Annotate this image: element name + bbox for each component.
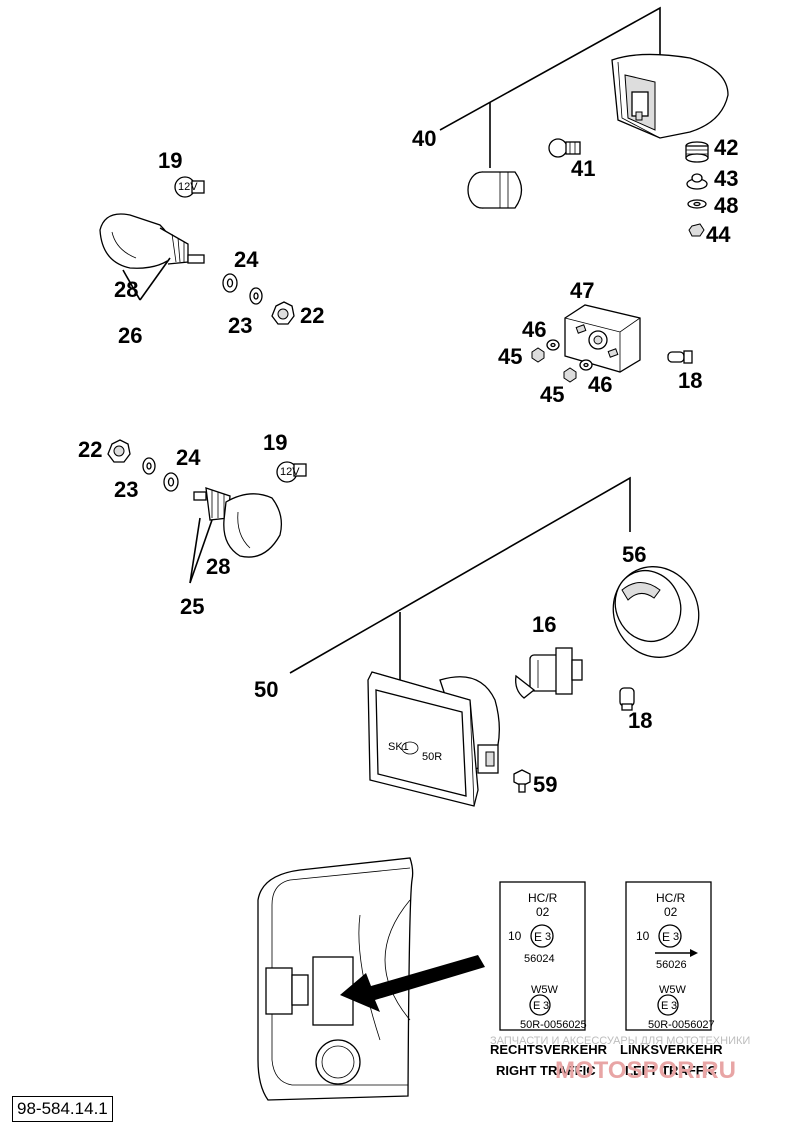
- headlight-unit: SK1 50R: [367, 671, 500, 807]
- callout-45-lower: 45: [540, 382, 564, 407]
- callout-42: 42: [714, 135, 738, 160]
- bulb-18-upper: [667, 350, 693, 364]
- svg-text:3: 3: [673, 931, 679, 943]
- svg-text:12V: 12V: [280, 466, 300, 478]
- leader-line-40: [439, 6, 661, 168]
- callout-46-upper: 46: [522, 317, 546, 342]
- washer-24-lower: [163, 472, 179, 492]
- callout-18-lower: 18: [628, 708, 652, 733]
- svg-text:LINKSVERKEHR: LINKSVERKEHR: [620, 1042, 723, 1057]
- nut-44: [688, 223, 705, 237]
- washer-46-lower: [579, 359, 593, 371]
- rubber-grommet-42: [685, 141, 709, 163]
- label-left-traffic: HC/R 02 10 E 3 56026 W5W E 3 50R-0056027…: [620, 881, 723, 1078]
- spacer-43: [686, 173, 708, 190]
- label-right-traffic: HC/R 02 10 E 3 56024 W5W E 3 50R-0056025…: [490, 881, 608, 1078]
- svg-text:E: E: [662, 930, 670, 944]
- turn-signal-front: [99, 213, 205, 269]
- svg-text:02: 02: [536, 905, 550, 919]
- svg-text:10: 10: [636, 929, 650, 943]
- callout-41: 41: [571, 156, 595, 181]
- turn-signal-rear: [193, 487, 283, 558]
- bulb-19-lower: 12V: [276, 461, 307, 483]
- svg-text:50R-0056025: 50R-0056025: [520, 1019, 587, 1031]
- washer-24-upper: [222, 273, 238, 293]
- callout-18-upper: 18: [678, 368, 702, 393]
- lock-washer-23-lower: [142, 457, 156, 475]
- callout-23-lower: 23: [114, 477, 138, 502]
- svg-text:HC/R: HC/R: [656, 891, 686, 905]
- callout-22-lower: 22: [78, 437, 102, 462]
- callout-50: 50: [254, 677, 278, 702]
- callout-19-lower: 19: [263, 430, 287, 455]
- nut-45-upper: [531, 347, 545, 363]
- callout-47: 47: [570, 278, 594, 303]
- callout-45-upper: 45: [498, 344, 522, 369]
- callout-28-upper: 28: [114, 277, 138, 302]
- callout-59: 59: [533, 772, 557, 797]
- callout-24-lower: 24: [176, 445, 201, 470]
- washer-46-upper: [546, 339, 560, 351]
- callout-40: 40: [412, 126, 436, 151]
- svg-text:56026: 56026: [656, 959, 687, 971]
- nut-22-lower: [107, 439, 131, 463]
- bulb-19-upper: 12V: [174, 176, 205, 198]
- callout-23-upper: 23: [228, 313, 252, 338]
- nut-22-upper: [271, 301, 295, 325]
- callout-56: 56: [622, 542, 646, 567]
- watermark-line2: MOTOSPOR.RU: [555, 1057, 736, 1084]
- svg-text:50R: 50R: [422, 751, 442, 763]
- bulb-socket: [467, 171, 523, 209]
- svg-text:02: 02: [664, 905, 678, 919]
- svg-text:50R-0056027: 50R-0056027: [648, 1019, 715, 1031]
- svg-text:LEFT TRAFFIC: LEFT TRAFFIC: [625, 1063, 717, 1078]
- callout-19-upper: 19: [158, 148, 182, 173]
- watermark-line1: ЗАПЧАСТИ И АКСЕССУАРЫ ДЛЯ МОТОТЕХНИКИ: [490, 1035, 750, 1047]
- callout-48: 48: [714, 193, 738, 218]
- svg-text:10: 10: [508, 929, 522, 943]
- svg-text:W5W: W5W: [531, 984, 559, 996]
- svg-text:3: 3: [671, 1000, 677, 1012]
- svg-text:RECHTSVERKEHR: RECHTSVERKEHR: [490, 1042, 608, 1057]
- svg-text:HC/R: HC/R: [528, 891, 558, 905]
- callout-22-upper: 22: [300, 303, 324, 328]
- callout-16: 16: [532, 612, 556, 637]
- license-plate-light: [564, 304, 641, 373]
- svg-text:E: E: [661, 1000, 668, 1012]
- nut-45-lower: [563, 367, 577, 383]
- svg-text:E: E: [533, 1000, 540, 1012]
- callout-25: 25: [180, 594, 204, 619]
- washer-48: [687, 199, 707, 209]
- callout-28-lower: 28: [206, 554, 230, 579]
- svg-text:3: 3: [545, 931, 551, 943]
- callout-44: 44: [706, 222, 731, 247]
- svg-text:12V: 12V: [178, 181, 198, 193]
- callout-numbers: 40 41 42 43 48 44 19 28 26 24 23 22 47 4…: [78, 126, 738, 797]
- bulb-41: [548, 138, 581, 158]
- drawing-number: 98-584.14.1: [12, 1096, 113, 1122]
- callout-43: 43: [714, 166, 738, 191]
- svg-text:RIGHT TRAFFIC: RIGHT TRAFFIC: [496, 1063, 596, 1078]
- svg-text:W5W: W5W: [659, 984, 687, 996]
- callout-46-lower: 46: [588, 372, 612, 397]
- svg-text:56024: 56024: [524, 953, 555, 965]
- bulb-18-lower: [619, 687, 635, 711]
- detail-view: [257, 857, 485, 1101]
- bulb-16: [515, 647, 583, 699]
- callout-26: 26: [118, 323, 142, 348]
- svg-text:3: 3: [543, 1000, 549, 1012]
- headlight-ring-56: [612, 566, 700, 658]
- svg-text:SK1: SK1: [388, 741, 409, 753]
- lock-washer-23-upper: [249, 287, 263, 305]
- screw-59: [513, 769, 531, 793]
- callout-24-upper: 24: [234, 247, 259, 272]
- tail-light-housing: [611, 53, 729, 139]
- svg-text:E: E: [534, 930, 542, 944]
